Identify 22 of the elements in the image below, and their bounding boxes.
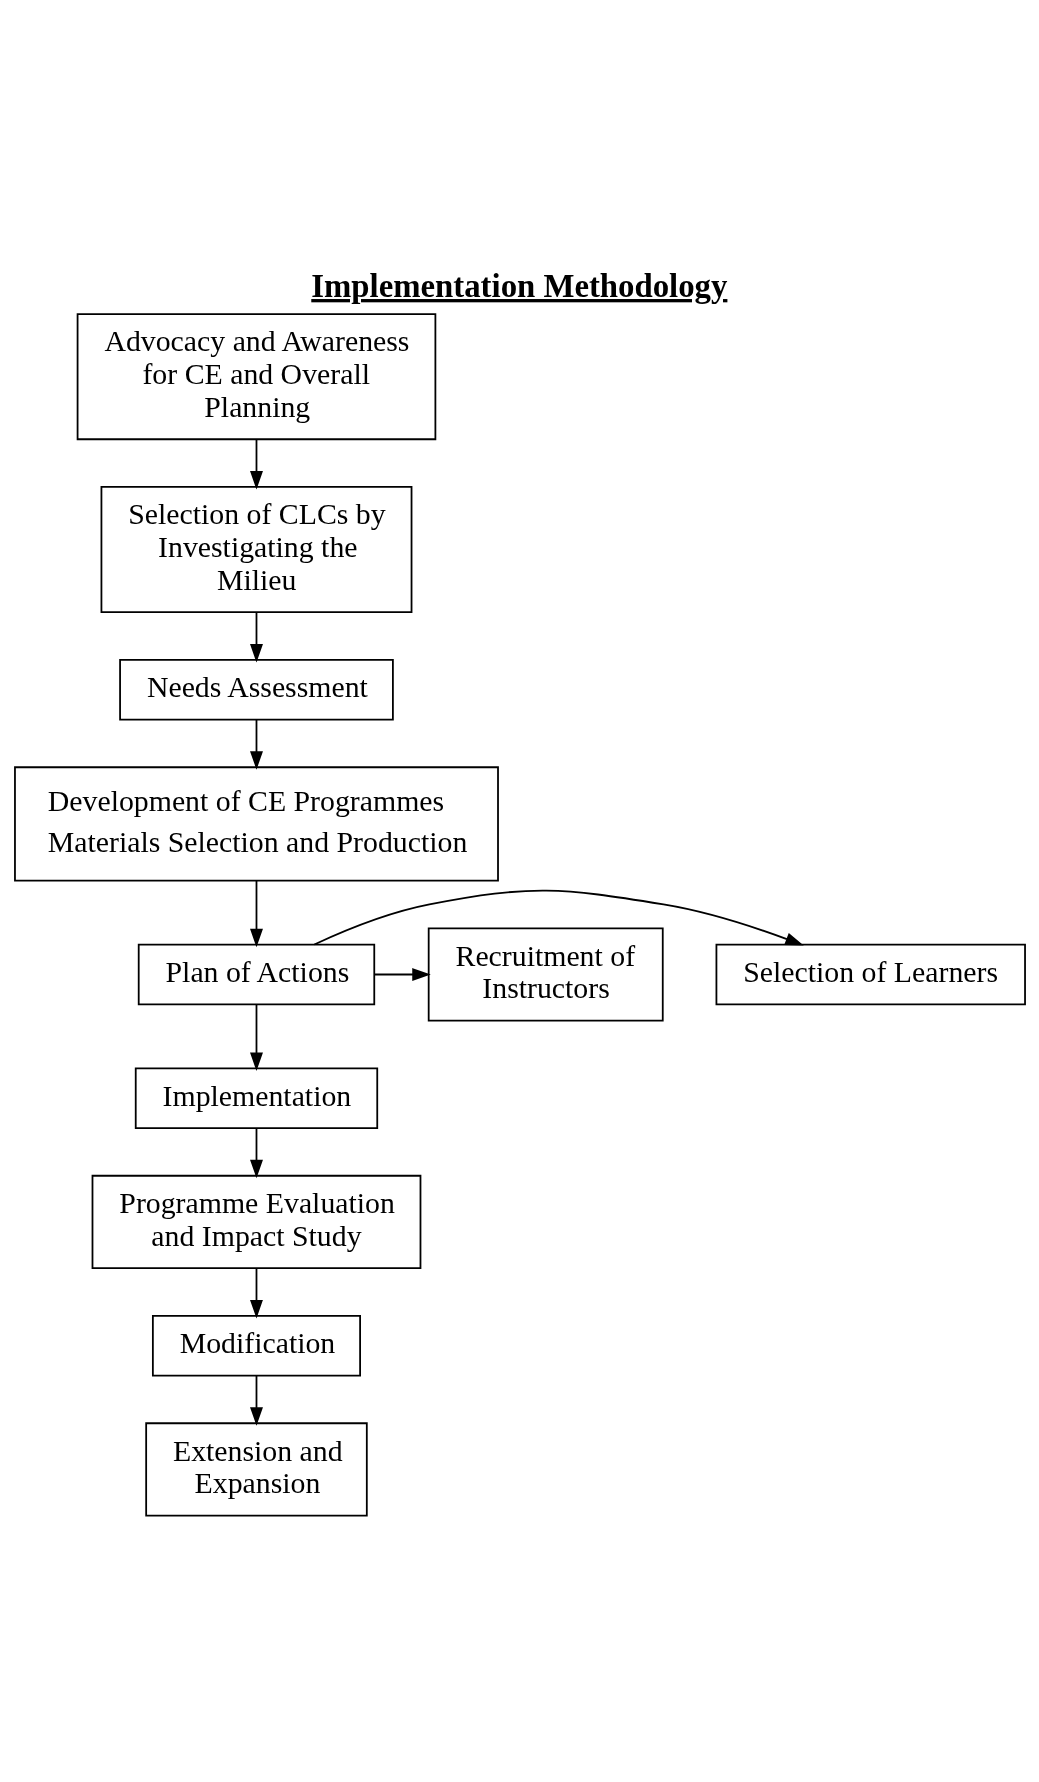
arrow [249, 718, 263, 770]
node-box: Recruitment of Instructors [427, 927, 664, 1022]
arrow [249, 1127, 263, 1179]
node-box: Plan of Actions [137, 943, 375, 1006]
node-box: Modification [151, 1315, 361, 1377]
arrow [249, 438, 263, 490]
node-box: Implementation [134, 1067, 378, 1129]
arrow [249, 611, 263, 663]
node-box: Advocacy and Awareness for CE and Overall Planning [76, 313, 436, 441]
arrow [249, 1003, 263, 1072]
arrow [249, 1374, 263, 1426]
arrow [249, 879, 263, 948]
arrow [249, 1267, 263, 1319]
node-box: Development of CE Programmes Materials Selection and Production [13, 766, 499, 882]
node-box: Selection of CLCs by Investigating the Milieu [100, 486, 412, 614]
arrow [313, 889, 804, 946]
node-box: Programme Evaluation and Impact Study [91, 1174, 421, 1270]
node-box: Extension and Expansion [144, 1422, 368, 1517]
diagram-title: Implementation Methodology [310, 268, 727, 305]
node-box: Needs Assessment [118, 659, 394, 721]
node-box: Selection of Learners [715, 943, 1026, 1006]
arrow [373, 968, 431, 981]
